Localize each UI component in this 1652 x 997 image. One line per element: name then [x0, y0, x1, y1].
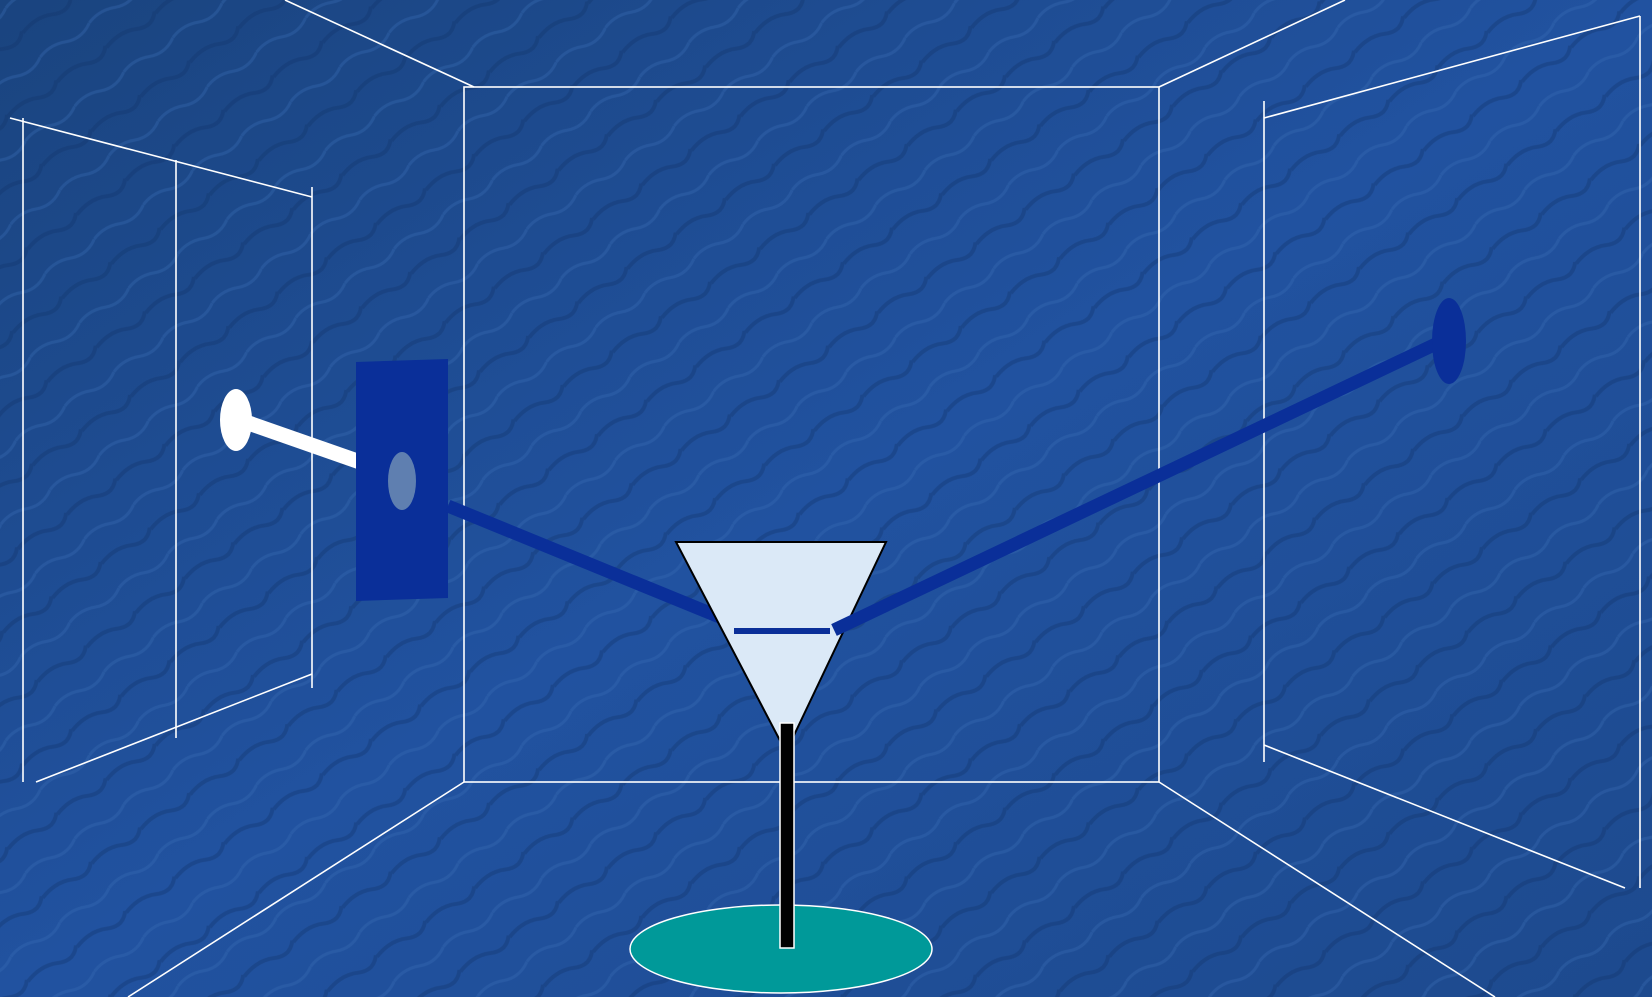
prism	[674, 541, 888, 755]
left-wall-bottom	[35, 673, 313, 783]
ceiling-edge-right	[1158, 0, 1346, 88]
ceiling-edge-left	[284, 0, 475, 88]
back-wall	[463, 86, 1160, 783]
right-wall-top	[1263, 15, 1641, 119]
right-wall-bottom	[1263, 744, 1626, 889]
incident-beam	[445, 499, 725, 625]
light-source-icon	[220, 389, 252, 451]
refracted-beam	[831, 336, 1443, 636]
white-light-beam	[237, 412, 363, 470]
stand-rod	[779, 722, 795, 949]
floor-edge-right	[1158, 781, 1496, 997]
room-lines	[127, 0, 1496, 997]
slit-aperture	[388, 452, 416, 510]
left-wall-top	[9, 117, 313, 198]
blue-spot-icon	[1432, 298, 1466, 384]
floor-edge-left	[127, 781, 465, 997]
